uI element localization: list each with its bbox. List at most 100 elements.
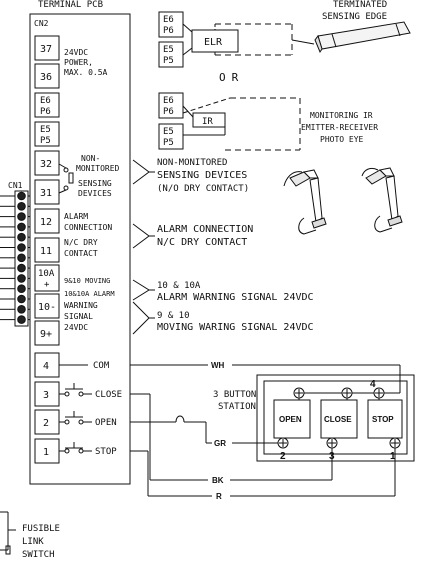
- cn1-pin: [17, 191, 26, 201]
- nm-contact-symbol: [58, 163, 74, 194]
- fusible-label-1: FUSIBLE: [22, 524, 60, 534]
- terminal-2: 2: [43, 418, 49, 429]
- open-switch-symbol: [59, 411, 92, 425]
- terminal-31: 31: [40, 188, 52, 199]
- station-title-1: 3 BUTTON: [213, 390, 256, 400]
- station-terminal-2: 2: [280, 451, 286, 462]
- fusible-label-2: LINK: [22, 537, 44, 547]
- station-title-2: STATION: [218, 402, 256, 412]
- photo-eye-receiver: [361, 167, 403, 233]
- wire-bk-label: BK: [212, 476, 224, 485]
- moving-label-4: SIGNAL: [64, 312, 93, 321]
- alarm-label-1: ALARM: [64, 212, 88, 221]
- non-monitored-label-1: NON-: [81, 154, 100, 163]
- field-wires: [130, 364, 401, 497]
- station-open-button: OPEN: [279, 415, 302, 424]
- station-close-button: CLOSE: [324, 415, 352, 424]
- power-label-1: 24VDC: [64, 48, 88, 57]
- close-switch-symbol: [59, 383, 92, 397]
- terminal-3: 3: [43, 390, 49, 401]
- elr-section: [158, 11, 293, 68]
- photo-eye-label-1: MONITORING IR: [310, 111, 373, 120]
- photo-eye-label-3: PHOTO EYE: [320, 135, 364, 144]
- ir-e5: E5: [163, 127, 174, 137]
- terminal-12: 12: [40, 217, 52, 228]
- ir-p6: P6: [163, 107, 174, 117]
- fusible-link-switch-symbol: [0, 511, 16, 555]
- terminal-e6: E6: [40, 96, 51, 106]
- alarm-label-2: CONNECTION: [64, 223, 112, 232]
- ir-section: [158, 92, 301, 151]
- cn1-pin: [17, 305, 26, 314]
- terminal-9: 9+: [40, 329, 52, 340]
- warn10-callout-2: ALARM WARNING SIGNAL 24VDC: [157, 292, 314, 303]
- terminal-pcb-board: [29, 13, 131, 485]
- moving-label-5: 24VDC: [64, 323, 88, 332]
- terminal-37: 37: [40, 44, 52, 55]
- alarm-label-3: N/C DRY: [64, 238, 98, 247]
- elr-label: ELR: [204, 37, 223, 48]
- cn1-pins: [0, 191, 30, 324]
- cn1-label: CN1: [8, 181, 23, 190]
- terminal-e5: E5: [40, 125, 51, 135]
- terminal-1: 1: [43, 447, 49, 458]
- warn10-callout-1: 10 & 10A: [157, 281, 201, 291]
- screw-bot-2: [277, 437, 289, 449]
- terminal-p6: P6: [40, 107, 51, 117]
- callout-brackets: [132, 159, 155, 335]
- cn1-pin: [17, 243, 26, 252]
- cn1-pin: [17, 294, 26, 304]
- cn1-pin: [17, 212, 26, 221]
- ir-label: IR: [202, 117, 213, 127]
- nm-callout-1: NON-MONITORED: [157, 158, 227, 168]
- screw-bot-1: [389, 437, 401, 449]
- wire-gr-label: GR: [214, 439, 226, 448]
- cn1-pin: [17, 232, 26, 242]
- warn9-callout-1: 9 & 10: [157, 311, 190, 321]
- com-label: COM: [93, 361, 110, 371]
- station-stop-button: STOP: [372, 415, 394, 424]
- power-label-2: POWER,: [64, 58, 93, 67]
- sensing-edge-title-2: SENSING EDGE: [322, 12, 387, 22]
- screw-top-2: [341, 387, 353, 399]
- terminal-11: 11: [40, 246, 52, 257]
- photo-eye-emitter: [283, 169, 327, 235]
- close-label: CLOSE: [95, 390, 122, 400]
- terminal-10: 10-: [38, 302, 56, 313]
- or-divider: OR: [219, 71, 244, 84]
- wire-r-label: R: [216, 492, 222, 501]
- screw-top-1: [293, 387, 305, 399]
- open-label: OPEN: [95, 418, 117, 428]
- terminal-strip: [34, 35, 60, 464]
- ir-e6: E6: [163, 96, 174, 106]
- alarm-callout-1: ALARM CONNECTION: [157, 224, 253, 235]
- wire-wh-label: WH: [211, 361, 225, 370]
- cn2-label: CN2: [34, 19, 49, 28]
- terminal-4: 4: [43, 361, 49, 372]
- photo-eye-label-2: EMITTER-RECEIVER: [301, 123, 378, 132]
- non-monitored-label-3: SENSING: [78, 179, 112, 188]
- cn1-pin: [17, 253, 26, 263]
- elr-p5: P5: [163, 56, 174, 66]
- non-monitored-label-2: MONITORED: [76, 164, 120, 173]
- cn1-pin: [17, 202, 26, 211]
- terminal-10a-plus: +: [44, 280, 50, 290]
- stop-label: STOP: [95, 447, 117, 457]
- nm-callout-2: SENSING DEVICES: [157, 170, 247, 181]
- screw-bot-3: [326, 437, 338, 449]
- moving-label-1: 9&10 MOVING: [64, 277, 110, 285]
- stop-switch-symbol: [59, 442, 92, 454]
- cn1-pin: [17, 315, 26, 324]
- ir-p5: P5: [163, 138, 174, 148]
- cn1-pin: [17, 284, 26, 294]
- terminal-36: 36: [40, 72, 52, 83]
- elr-e5: E5: [163, 45, 174, 55]
- power-label-3: MAX. 0.5A: [64, 68, 108, 77]
- non-monitored-label-4: DEVICES: [78, 189, 112, 198]
- moving-label-3: WARNING: [64, 301, 98, 310]
- elr-e6: E6: [163, 15, 174, 25]
- moving-label-2: 10&10A ALARM: [64, 290, 115, 298]
- station-internal-wires: [298, 392, 380, 400]
- terminal-p5: P5: [40, 136, 51, 146]
- warn9-callout-2: MOVING WARING SIGNAL 24VDC: [157, 322, 314, 333]
